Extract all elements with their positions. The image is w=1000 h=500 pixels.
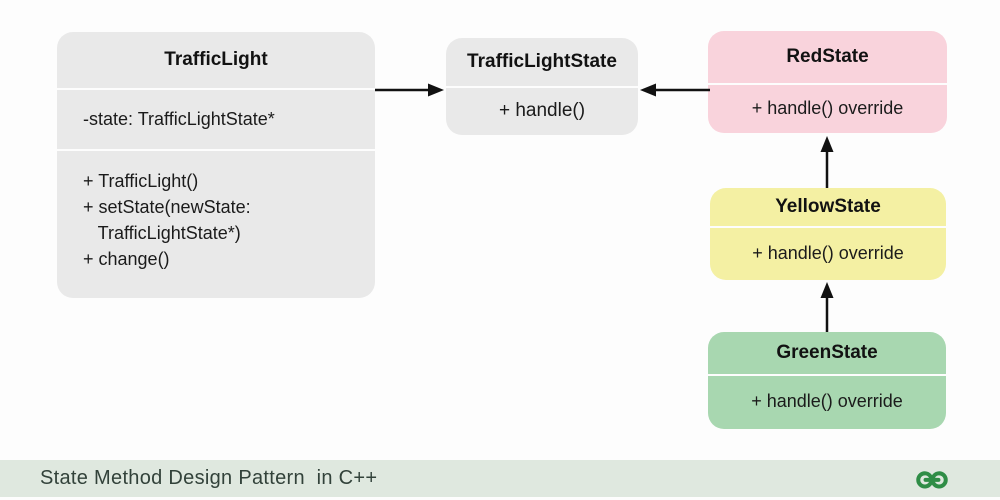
caption-text: State Method Design Pattern in C++: [40, 467, 378, 489]
class-box-greenstate: GreenState + handle() override: [708, 332, 946, 429]
class-attribute-state: -state: TrafficLightState*: [57, 90, 375, 151]
method-change: + change(): [83, 249, 170, 269]
class-box-trafficlightstate: TrafficLightState + handle(): [446, 38, 638, 135]
class-box-trafficlight: TrafficLight -state: TrafficLightState* …: [57, 32, 375, 298]
caption-bar: State Method Design Pattern in C++: [0, 460, 1000, 497]
class-title-redstate: RedState: [708, 31, 947, 85]
arrow-yellowstate-to-redstate: [820, 136, 834, 188]
method-handle-override-green: + handle() override: [751, 391, 903, 411]
class-title-trafficlight: TrafficLight: [57, 32, 375, 90]
arrow-redstate-to-trafficlightstate: [640, 83, 710, 97]
method-constructor: + TrafficLight(): [83, 171, 199, 191]
class-box-yellowstate: YellowState + handle() override: [710, 188, 946, 280]
method-handle-override-yellow: + handle() override: [752, 242, 904, 263]
method-handle: + handle(): [498, 99, 586, 121]
class-methods-trafficlight: + TrafficLight() + setState(newState: Tr…: [57, 151, 375, 272]
arrow-greenstate-to-yellowstate: [820, 282, 834, 332]
geeksforgeeks-logo-icon: [916, 471, 948, 489]
method-handle-override-red: + handle() override: [751, 97, 904, 118]
class-title-yellowstate: YellowState: [710, 188, 946, 228]
method-setstate-continuation: TrafficLightState*): [83, 223, 241, 243]
class-box-redstate: RedState + handle() override: [708, 31, 947, 133]
arrow-trafficlight-to-trafficlightstate: [375, 83, 444, 97]
method-setstate: + setState(newState:: [83, 197, 251, 217]
class-title-greenstate: GreenState: [708, 332, 946, 376]
class-title-trafficlightstate: TrafficLightState: [446, 38, 638, 88]
